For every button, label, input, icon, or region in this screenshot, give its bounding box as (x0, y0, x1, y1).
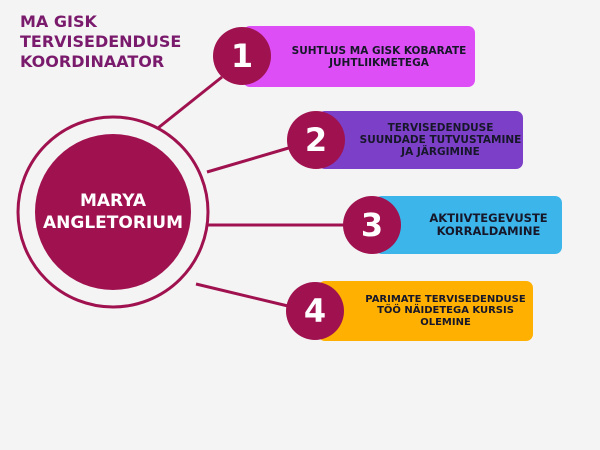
item-box-4: PARIMATE TERVISEDENDUSE TÖÖ NÄIDETEGA KU… (318, 281, 533, 341)
diagram-title: MA GISK TERVISEDENDUSE KOORDINAATOR (20, 12, 182, 71)
item-box-1: SUHTLUS MA GISK KOBARATE JUHTLIIKMETEGA (243, 26, 475, 87)
hub-ring (16, 115, 210, 309)
connector-4 (195, 282, 289, 308)
item-number-2: 2 (287, 111, 345, 169)
item-box-2: TERVISEDENDUSE SUUNDADE TUTVUSTAMINE JA … (318, 111, 523, 169)
item-box-3: AKTIIVTEGEVUSTE KORRALDAMINE (375, 196, 562, 254)
connector-2 (206, 145, 293, 174)
item-number-3: 3 (343, 196, 401, 254)
item-number-1: 1 (213, 27, 271, 85)
hub-circle: MARYA ANGLETORIUM (35, 134, 191, 290)
connector-1 (157, 75, 223, 130)
item-number-4: 4 (286, 282, 344, 340)
